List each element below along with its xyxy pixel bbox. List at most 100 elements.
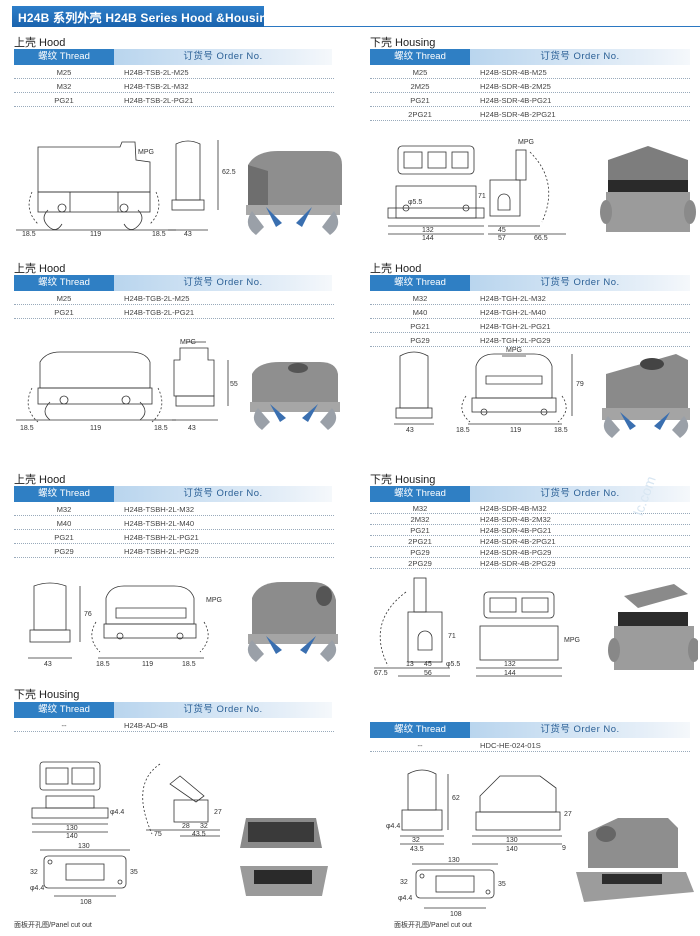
- he-housing-front-drawing: [472, 775, 562, 845]
- housing-photo-2: [608, 584, 698, 670]
- section-title: 上壳 Hood: [14, 263, 66, 275]
- order-header: 订货号 Order No.: [114, 275, 332, 291]
- housing-side-drawing: [488, 149, 566, 235]
- ad-housing-side-drawing: [142, 763, 220, 837]
- dim-label: 108: [80, 899, 92, 906]
- section-title: 上壳 Hood: [14, 37, 66, 49]
- dim-label: 43.5: [192, 831, 206, 838]
- housing-top-drawing-2: [476, 591, 562, 677]
- thread-header: 螺纹 Thread: [14, 275, 114, 291]
- dim-label: 32: [400, 879, 408, 886]
- dim-label: 13: [406, 661, 414, 668]
- hood-tgb-front-drawing: [16, 351, 176, 423]
- table-row: --HDC-HE-024-01S: [370, 739, 690, 752]
- hood-tsbh-front-drawing: [91, 585, 209, 659]
- thread-header: 螺纹 Thread: [370, 49, 470, 65]
- hood-tgb-side-drawing: [172, 341, 229, 421]
- dim-label: 140: [66, 833, 78, 840]
- section-title: 下壳 Housing: [370, 474, 436, 486]
- dim-label: 119: [90, 231, 101, 238]
- dim-label: 18.5: [22, 231, 36, 238]
- dim-label: 18.5: [456, 427, 470, 434]
- dim-label: φ5.5: [408, 199, 422, 206]
- section-title: 下壳 Housing: [370, 37, 436, 49]
- he-panel-cutout-drawing: [412, 863, 498, 909]
- dim-label: 62.5: [222, 169, 236, 176]
- order-header: 订货号 Order No.: [114, 702, 332, 718]
- hood-photo: [246, 151, 342, 235]
- dim-label: 71: [448, 633, 456, 640]
- dim-label: 9: [562, 845, 566, 852]
- thread-header: 螺纹 Thread: [14, 486, 114, 502]
- dim-label: 130: [78, 843, 90, 850]
- dim-label: φ5.5: [446, 661, 460, 668]
- dim-label: MPG: [518, 139, 534, 146]
- hood-front-drawing: [16, 141, 176, 231]
- he-housing-photo: [576, 818, 694, 902]
- dim-label: 18.5: [554, 427, 568, 434]
- dim-label: MPG: [180, 339, 196, 346]
- ad-panel-cutout-drawing: [40, 849, 130, 897]
- order-header: 订货号 Order No.: [470, 722, 690, 738]
- dim-label: 18.5: [96, 661, 110, 668]
- housing-photo: [600, 146, 696, 232]
- dim-label: 43: [184, 231, 192, 238]
- dim-label: 130: [66, 825, 78, 832]
- order-header: 订货号 Order No.: [114, 49, 332, 65]
- housing-side-drawing-2: [374, 577, 450, 677]
- dim-label: 57: [498, 235, 506, 242]
- dim-label: 43: [188, 425, 196, 432]
- dim-label: 32: [200, 823, 208, 830]
- order-header: 订货号 Order No.: [470, 486, 690, 502]
- dim-label: 71: [478, 193, 486, 200]
- dim-label: 55: [230, 381, 238, 388]
- ad-housing-photo: [240, 818, 328, 896]
- dim-label: 119: [90, 425, 101, 432]
- panel-cutout-caption: 面板开孔图/Panel cut out: [394, 922, 472, 929]
- section-title: 上壳 Hood: [14, 474, 66, 486]
- dim-label: 140: [506, 846, 518, 853]
- section-title: 上壳 Hood: [370, 263, 422, 275]
- dim-label: 67.5: [374, 670, 388, 677]
- banner-title: H24B 系列外壳 H24B Series Hood &Housing: [18, 11, 275, 25]
- dim-label: φ4.4: [30, 885, 44, 892]
- dim-label: 32: [30, 869, 38, 876]
- drawing-row-4: φ4.4 130 140 75 28 32 43.5 27 130 32 φ4.…: [30, 761, 572, 918]
- dim-label: 130: [448, 857, 460, 864]
- dim-label: 79: [576, 381, 584, 388]
- banner-bar: [12, 6, 264, 27]
- dim-label: 62: [452, 795, 460, 802]
- thread-header: 螺纹 Thread: [370, 275, 470, 291]
- he-housing-side-drawing: [400, 769, 449, 845]
- dim-label: 66.5: [534, 235, 548, 242]
- dim-label: 27: [564, 811, 572, 818]
- dim-label: MPG: [564, 637, 580, 644]
- dim-label: 32: [412, 837, 420, 844]
- hood-side-drawing: [168, 140, 219, 231]
- dim-label: 35: [130, 869, 138, 876]
- dim-label: 75: [154, 831, 162, 838]
- panel-cutout-caption: 面板开孔图/Panel cut out: [14, 922, 92, 929]
- dim-label: 45: [498, 227, 506, 234]
- dim-label: 132: [504, 661, 516, 668]
- hood-tgh-photo: [602, 354, 690, 438]
- dim-label: 108: [450, 911, 462, 918]
- hood-tgb-photo: [250, 362, 340, 430]
- dim-label: 76: [84, 611, 92, 618]
- drawing-row-1: 18.5 119 18.5 43 62.5 MPG φ5.5 132 144 4…: [16, 139, 566, 242]
- table-row: --H24B-AD-4B: [14, 719, 334, 732]
- page-banner: H24B 系列外壳 H24B Series Hood &Housing: [0, 0, 700, 28]
